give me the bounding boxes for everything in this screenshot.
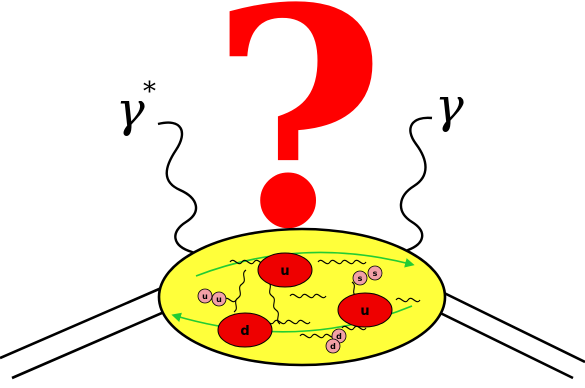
incoming-photon-line <box>158 123 205 258</box>
svg-text:u: u <box>280 264 289 279</box>
svg-text:d: d <box>240 324 249 339</box>
sea-quark: u <box>212 292 226 306</box>
sea-quark: d <box>326 339 340 353</box>
incoming-proton-lines <box>0 286 178 378</box>
outgoing-photon-line <box>398 118 432 256</box>
valence-quark: u <box>258 253 312 287</box>
svg-text:s: s <box>373 269 378 278</box>
svg-text:d: d <box>330 342 336 351</box>
svg-text:u: u <box>360 304 369 319</box>
outgoing-photon-label: γ <box>435 78 464 134</box>
incoming-photon-superscript: * <box>143 77 156 107</box>
sea-quark: s <box>353 271 367 285</box>
outgoing-proton-lines <box>426 290 585 378</box>
svg-text:u: u <box>216 295 222 304</box>
svg-text:d: d <box>336 332 342 341</box>
sea-quark: s <box>368 266 382 280</box>
svg-text:s: s <box>358 274 363 283</box>
incoming-photon-label: γ <box>116 82 145 138</box>
svg-text:u: u <box>202 292 208 301</box>
sea-quark: u <box>198 289 212 303</box>
valence-quark: d <box>218 313 272 347</box>
valence-quark: u <box>338 293 392 327</box>
